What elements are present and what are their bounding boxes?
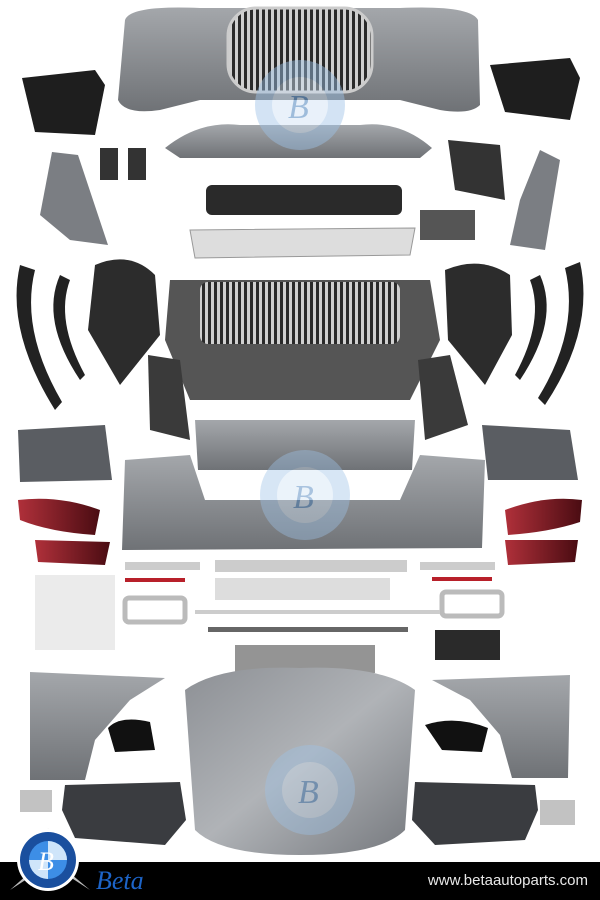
chrome-strip xyxy=(195,610,440,614)
exhaust-tip-left xyxy=(122,595,188,625)
website-link[interactable]: www.betaautoparts.com xyxy=(427,872,588,889)
brand-name: Beta xyxy=(96,866,144,895)
footer-bar xyxy=(0,862,600,900)
rear-quarter-right xyxy=(482,425,578,480)
radiator-grille xyxy=(200,282,400,344)
watermark-logo-2: B xyxy=(260,450,350,540)
svg-text:B: B xyxy=(288,89,309,126)
lower-grille xyxy=(206,185,402,215)
tail-light-left-outer xyxy=(18,498,100,535)
reflector-left xyxy=(125,578,185,582)
fog-light-left xyxy=(22,70,105,135)
bracket-right xyxy=(510,150,560,250)
reflector-right xyxy=(432,577,492,581)
svg-text:B: B xyxy=(298,774,319,811)
chrome-trim-2 xyxy=(215,560,407,572)
small-parts-left xyxy=(35,575,115,650)
headlight-parts-left xyxy=(20,790,52,812)
exhaust-tip-right xyxy=(439,589,505,619)
lower-bumper-trim xyxy=(165,124,432,158)
mirror-left xyxy=(108,719,155,752)
chrome-diffuser xyxy=(215,578,390,600)
wheel-arch-trim-right-2 xyxy=(515,275,547,380)
hood xyxy=(185,667,415,855)
watermark-logo: B xyxy=(255,60,345,150)
chrome-skid-plate xyxy=(189,227,416,259)
bracket-set-right xyxy=(448,140,505,200)
side-bracket-left xyxy=(148,355,190,440)
trim-strip xyxy=(208,627,408,632)
rear-quarter-left xyxy=(18,425,112,482)
chrome-trim-3 xyxy=(420,562,495,570)
rear-bumper xyxy=(122,455,485,550)
bracket-left xyxy=(40,152,108,245)
wheel-arch-trim-right xyxy=(538,262,584,405)
license-plate-bracket xyxy=(435,630,500,660)
headlight-right xyxy=(412,782,538,845)
clip-left-2 xyxy=(128,148,146,180)
watermark-logo-3: B xyxy=(265,745,355,835)
front-fender-right xyxy=(432,675,570,778)
fender-liner-right xyxy=(445,263,512,385)
headlight-left xyxy=(62,782,186,845)
mirror-right xyxy=(425,720,488,752)
chrome-trim-1 xyxy=(125,562,200,570)
trim-strip-right xyxy=(420,210,475,240)
headlight-parts-right xyxy=(540,800,575,825)
side-bracket-right xyxy=(418,355,468,440)
wheel-arch-trim-left-2 xyxy=(53,275,85,380)
fog-light-right xyxy=(490,58,580,120)
svg-text:B: B xyxy=(293,479,314,516)
wheel-arch-trim-left xyxy=(16,265,63,410)
fender-liner-left xyxy=(88,259,160,385)
rear-bumper-upper xyxy=(195,420,415,470)
tail-light-right-outer xyxy=(505,498,582,535)
tail-light-right-inner xyxy=(505,540,578,565)
maybach-grille xyxy=(226,6,374,94)
tail-light-left-inner xyxy=(35,540,110,565)
clip-left xyxy=(100,148,118,180)
front-fender-left xyxy=(30,672,165,780)
